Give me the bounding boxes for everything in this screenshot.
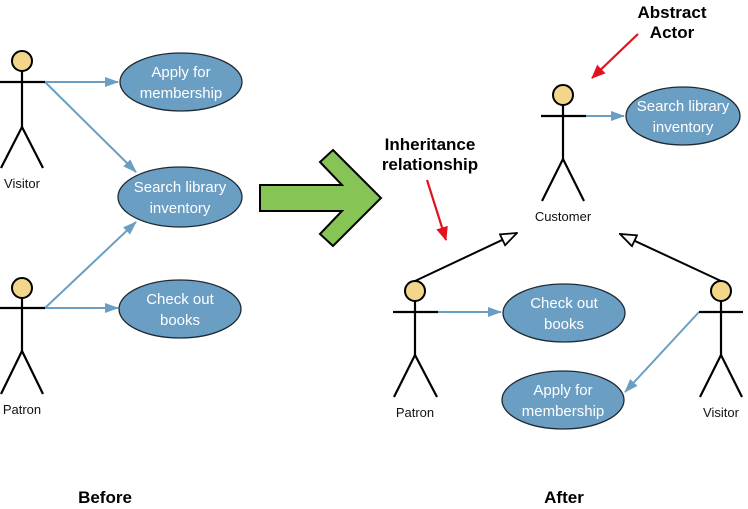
usecase-label-line1: Search library <box>637 98 730 115</box>
actor-visitor-after[interactable]: Visitor <box>699 280 743 420</box>
callout-arrow <box>425 179 448 241</box>
usecase-label-line1: Check out <box>530 295 598 312</box>
usecase-label-line1: Search library <box>134 179 227 196</box>
generalization-visitor-customer <box>620 234 722 282</box>
association-visitor-apply <box>624 311 700 393</box>
actor-head <box>552 84 574 106</box>
usecase-label-line1: Apply for <box>533 382 592 399</box>
usecase-label-line2: books <box>160 312 200 329</box>
usecase-label-line2: membership <box>140 85 223 102</box>
callout-line1: Abstract <box>638 3 707 22</box>
actor-label: Patron <box>396 405 434 420</box>
actor-label: Patron <box>3 402 41 417</box>
usecase-label-line1: Check out <box>146 291 214 308</box>
after-title: After <box>544 488 584 507</box>
association-visitor-search <box>44 81 137 173</box>
usecase-label-line2: inventory <box>653 119 714 136</box>
callout-abstract-actor: Abstract Actor <box>591 3 707 79</box>
usecase-apply-after[interactable]: Apply for membership <box>501 370 625 430</box>
actor-customer-abstract[interactable]: Customer <box>535 84 592 224</box>
usecase-checkout-before[interactable]: Check out books <box>118 279 242 339</box>
after-section: Customer Patron Visitor Search library i… <box>393 84 743 507</box>
callout-arrow <box>591 33 639 79</box>
actor-head <box>11 50 33 72</box>
callout-line2: relationship <box>382 155 478 174</box>
actor-head <box>404 280 426 302</box>
usecase-apply-before[interactable]: Apply for membership <box>119 52 243 112</box>
usecase-label-line1: Apply for <box>151 64 210 81</box>
usecase-label-line2: membership <box>522 403 605 420</box>
callout-line1: Inheritance <box>385 135 476 154</box>
actor-label: Visitor <box>703 405 740 420</box>
before-section: Visitor Patron Apply for membership Sear… <box>0 50 243 507</box>
generalization-patron-customer <box>414 233 517 282</box>
callout-inheritance: Inheritance relationship <box>382 135 478 241</box>
usecase-search-after[interactable]: Search library inventory <box>625 86 741 146</box>
actor-head <box>710 280 732 302</box>
actor-patron-before[interactable]: Patron <box>0 277 45 417</box>
association-patron-search <box>44 221 137 309</box>
usecase-search-before[interactable]: Search library inventory <box>117 166 243 228</box>
usecase-label-line2: inventory <box>150 200 211 217</box>
usecase-label-line2: books <box>544 316 584 333</box>
actor-label: Visitor <box>4 176 41 191</box>
actor-patron-after[interactable]: Patron <box>393 280 438 420</box>
actor-label: Customer <box>535 209 592 224</box>
actor-visitor-before[interactable]: Visitor <box>0 50 45 191</box>
callout-line2: Actor <box>650 23 695 42</box>
right-arrow-icon <box>259 148 383 248</box>
actor-head <box>11 277 33 299</box>
usecase-checkout-after[interactable]: Check out books <box>502 283 626 343</box>
before-title: Before <box>78 488 132 507</box>
